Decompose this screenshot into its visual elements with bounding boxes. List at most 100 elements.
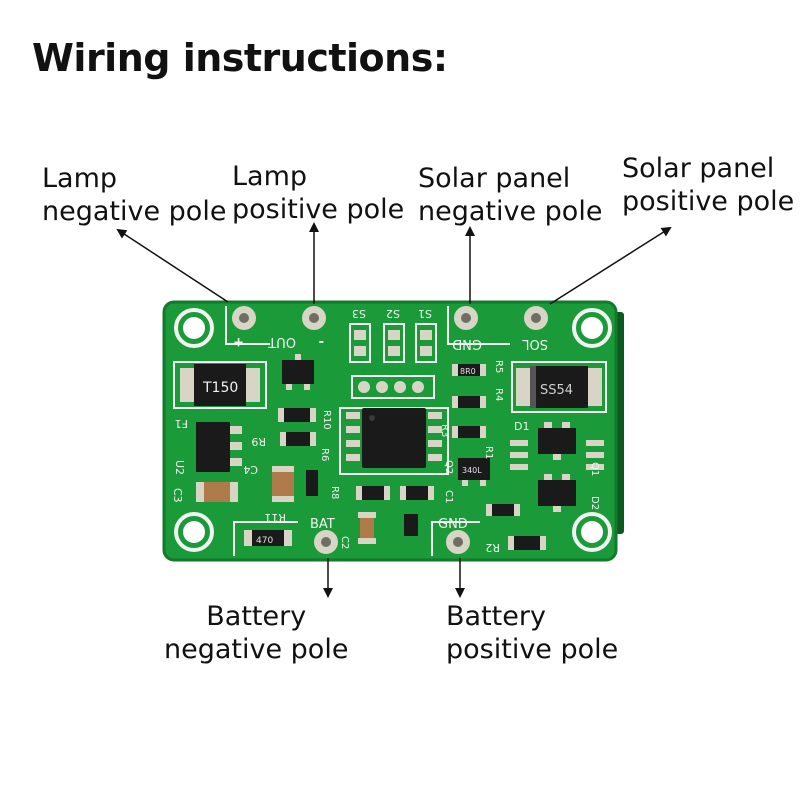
silk-f1: F1 (175, 417, 188, 430)
silk-c2: C2 (339, 536, 350, 549)
label-line: Battery (446, 601, 546, 632)
resistor (404, 514, 418, 536)
silk-c1: C1 (443, 490, 454, 503)
resistor (306, 470, 318, 496)
mounting-holes (174, 308, 612, 552)
resistor (400, 486, 434, 500)
solder-jumpers (349, 323, 437, 363)
silk-out: OUT (268, 334, 296, 349)
silk-r3: R3 (439, 424, 450, 437)
label-line: positive pole (232, 194, 405, 225)
label-line: Solar panel (622, 153, 775, 184)
mounting-hole (174, 308, 214, 348)
silk-r1: R1 (483, 446, 494, 459)
inductor-t150 (173, 361, 267, 409)
pad-solar-negative (454, 306, 478, 330)
silk-frame (431, 521, 480, 556)
terminal-frames (225, 306, 510, 556)
mounting-hole (174, 512, 214, 552)
silk-r5: R5 (493, 360, 504, 373)
marking-340l: 340L (462, 466, 482, 475)
resistor (452, 364, 486, 376)
regulator-u2 (196, 422, 242, 472)
pad-battery-negative (314, 530, 338, 554)
silk-minus: - (319, 334, 324, 349)
transistor (538, 422, 576, 460)
marking-470: 470 (256, 536, 273, 546)
component-markings: T150 SS54 470 340L 8R0 (202, 367, 573, 546)
silk-q1: Q1 (589, 462, 600, 476)
label-line: negative pole (42, 196, 227, 227)
pcb-border (162, 300, 618, 562)
label-solar-negative: Solar panel negative pole (418, 162, 602, 228)
silk-gnd-top: GND (452, 336, 482, 351)
resistor (452, 426, 486, 438)
label-battery-negative: Battery negative pole (164, 600, 348, 666)
marking-8r0: 8R0 (460, 367, 476, 376)
silk-r2: R2 (485, 541, 500, 554)
silk-frame (225, 306, 270, 345)
label-line: positive pole (446, 634, 619, 665)
label-line: negative pole (418, 196, 603, 227)
silkscreen-labels: OUT + - GND SOL S3 S2 S1 BAT GND F1 U2 C… (171, 307, 600, 554)
resistor (508, 536, 546, 550)
silk-r9: R9 (251, 435, 266, 448)
pad-lamp-negative (232, 306, 256, 330)
label-line: Battery (206, 601, 307, 632)
silk-s2: S2 (386, 307, 400, 320)
silk-u2: U2 (173, 460, 186, 475)
pad-lamp-positive (302, 306, 326, 330)
mounting-hole (572, 512, 612, 552)
diode-ss54 (511, 361, 607, 413)
silk-c3: C3 (171, 488, 184, 503)
resistor (280, 432, 316, 446)
transistors (196, 354, 576, 512)
pad-solar-positive (524, 306, 548, 330)
label-line: Solar panel (418, 163, 571, 194)
silk-r6: R6 (319, 448, 330, 461)
arrow-solar-positive (549, 226, 672, 305)
label-battery-positive: Battery positive pole (446, 600, 618, 666)
main-ic (339, 407, 449, 475)
resistor (452, 396, 486, 408)
resistor (278, 408, 316, 422)
marking-ss54: SS54 (540, 383, 573, 398)
silk-d1: D1 (514, 420, 529, 433)
silk-frame (233, 521, 298, 556)
arrow-lamp-negative (116, 228, 229, 303)
label-lamp-negative: Lamp negative pole (42, 162, 226, 228)
mounting-hole (572, 308, 612, 348)
capacitor-c2 (358, 512, 376, 544)
silk-s1: S1 (418, 307, 432, 320)
label-line: positive pole (622, 186, 795, 217)
transistor (282, 354, 314, 390)
pad-array (510, 440, 604, 470)
silk-sol: SOL (522, 336, 548, 351)
program-header (351, 375, 435, 399)
silk-c4: C4 (243, 463, 258, 476)
label-line: Lamp (42, 163, 118, 194)
silk-r4: R4 (493, 388, 504, 401)
transistor (538, 474, 576, 512)
pad-battery-positive (446, 530, 470, 554)
silk-bat: BAT (310, 517, 335, 532)
label-line: negative pole (164, 634, 349, 665)
silk-frame (447, 306, 510, 345)
resistor-470 (244, 530, 292, 546)
resistor (486, 504, 520, 516)
terminal-pads (232, 306, 548, 554)
silk-r10: R10 (321, 410, 332, 430)
silk-plus: + (233, 334, 244, 349)
silk-r8: R8 (329, 486, 340, 499)
silk-s3: S3 (352, 307, 366, 320)
resistor (356, 486, 390, 500)
capacitor-c3 (196, 482, 238, 502)
passives (196, 364, 604, 550)
label-line: Lamp (232, 161, 308, 192)
pointer-arrows (116, 222, 672, 598)
silk-r11: R11 (264, 511, 286, 524)
silk-q2: Q2 (443, 460, 454, 474)
label-lamp-positive: Lamp positive pole (232, 160, 404, 226)
page-title: Wiring instructions: (32, 36, 448, 80)
